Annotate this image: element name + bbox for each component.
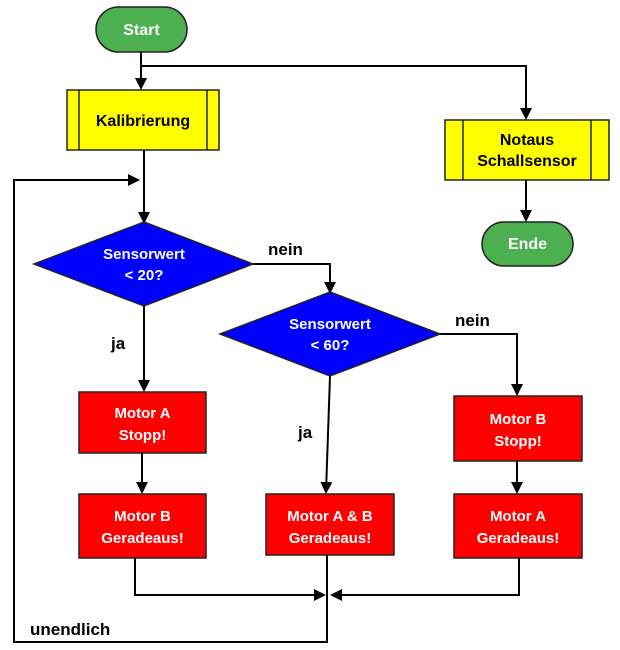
motor-a-geradeaus-line1: Motor A: [490, 508, 546, 525]
motor-b-stopp-line2: Stopp!: [494, 433, 541, 450]
edge-start-notaus: [141, 65, 532, 120]
edge-decision1-nein: [253, 263, 336, 294]
motor-a-stopp-line1: Motor A: [114, 405, 170, 422]
motor-a-stopp-node: Motor A Stopp!: [78, 391, 207, 454]
notaus-label-line2: Schallsensor: [477, 153, 577, 170]
decision1-label-line2: < 20?: [125, 267, 164, 284]
decision2-yes-label: ja: [297, 423, 313, 442]
decision2-label-line2: < 60?: [311, 337, 350, 354]
decision1-no-label: nein: [268, 240, 303, 259]
decision2-label-line1: Sensorwert: [289, 316, 371, 333]
motor-b-stopp-line1: Motor B: [490, 411, 547, 428]
kalibrierung-label: Kalibrierung: [96, 113, 190, 130]
motor-ab-geradeaus-line2: Geradeaus!: [289, 530, 372, 547]
motor-a-geradeaus-node: Motor A Geradeaus!: [453, 493, 583, 559]
ende-node: Ende: [481, 221, 574, 267]
notaus-label-line1: Notaus: [500, 132, 554, 149]
motor-b-geradeaus-line1: Motor B: [114, 508, 171, 525]
connectors: [13, 52, 532, 643]
motor-a-stopp-line2: Stopp!: [119, 427, 166, 444]
motor-ab-geradeaus-line1: Motor A & B: [287, 508, 373, 525]
notaus-node: Notaus Schallsensor: [444, 119, 610, 181]
start-node: Start: [95, 6, 188, 53]
motor-b-geradeaus-node: Motor B Geradeaus!: [78, 493, 207, 559]
start-label: Start: [123, 22, 160, 39]
edge-loop-return: [13, 174, 328, 643]
decision2-no-label: nein: [455, 311, 490, 330]
motor-b-stopp-node: Motor B Stopp!: [453, 395, 583, 462]
kalibrierung-node: Kalibrierung: [66, 89, 220, 151]
decision1-label-line1: Sensorwert: [103, 246, 185, 263]
edge-decision2-nein: [440, 333, 523, 396]
edge-decision2-ja: [320, 375, 333, 494]
decision1-yes-label: ja: [110, 334, 126, 353]
motor-ab-geradeaus-node: Motor A & B Geradeaus!: [265, 493, 395, 556]
edge-merge-right: [330, 558, 520, 601]
decision2-node: Sensorwert < 60?: [217, 291, 443, 377]
motor-a-geradeaus-line2: Geradeaus!: [477, 530, 560, 547]
edge-merge-left: [134, 558, 326, 601]
decision1-node: Sensorwert < 20?: [31, 221, 256, 307]
ende-label: Ende: [508, 236, 547, 253]
loop-label: unendlich: [30, 620, 110, 639]
motor-b-geradeaus-line2: Geradeaus!: [101, 530, 184, 547]
